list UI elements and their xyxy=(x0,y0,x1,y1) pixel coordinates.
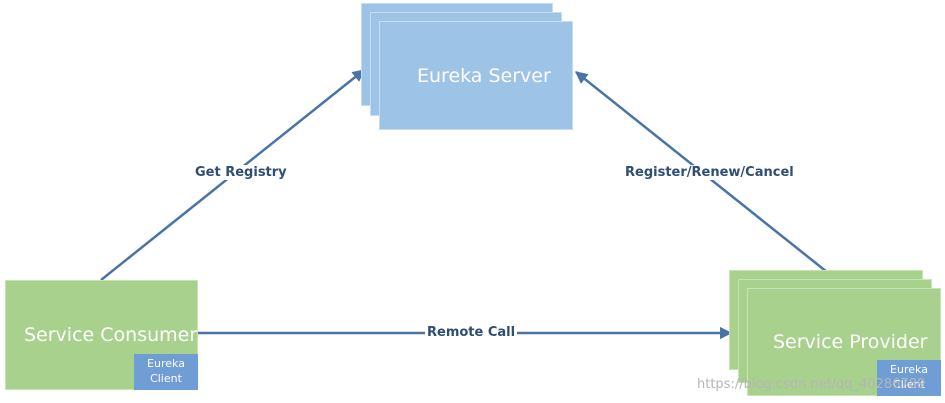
service-consumer-label: Service Consumer xyxy=(24,324,198,346)
remote-call-label: Remote Call xyxy=(425,325,518,340)
eureka-server-label: Eureka Server xyxy=(417,65,551,87)
server-main-box xyxy=(379,21,573,130)
service-provider-label: Service Provider xyxy=(773,331,928,353)
consumer-eureka-client-badge: Eureka Client xyxy=(134,354,198,390)
get-registry-label: Get Registry xyxy=(193,165,289,180)
provider-eureka-client-badge: Eureka Client xyxy=(877,360,941,396)
badge-line-2: Client xyxy=(893,378,925,391)
badge-line-2: Client xyxy=(150,372,182,385)
badge-line-1: Eureka xyxy=(890,363,928,376)
register-renew-cancel-label: Register/Renew/Cancel xyxy=(623,165,796,180)
badge-line-1: Eureka xyxy=(147,357,185,370)
watermark-text: https://blog.csdn.net/qq_40286789 xyxy=(697,377,926,392)
